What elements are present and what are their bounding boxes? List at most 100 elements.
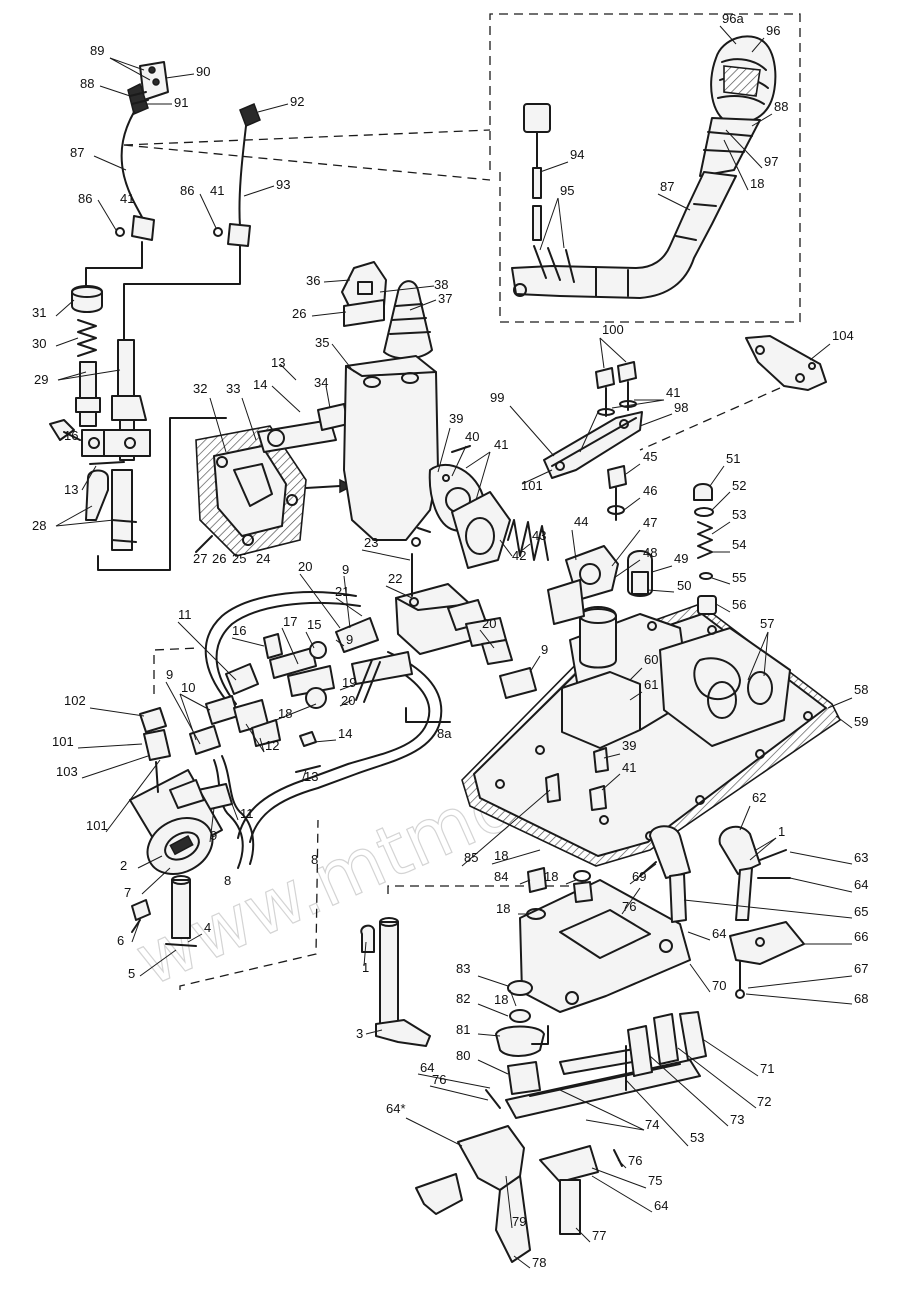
part-number-label: 59 (854, 714, 868, 729)
part-number-label: 11 (240, 806, 254, 821)
part-number-label: 52 (732, 478, 746, 493)
part-number-label: 50 (677, 578, 691, 593)
part-number-label: 19 (342, 675, 356, 690)
part-number-label: 31 (32, 305, 46, 320)
part-number-label: 67 (854, 961, 868, 976)
part-number-label: 102 (64, 693, 86, 708)
part-number-label: 9 (166, 667, 173, 682)
part-number-label: 18 (494, 848, 508, 863)
part-number-label: 86 (180, 183, 194, 198)
part-number-label: 65 (854, 904, 868, 919)
part-number-label: 76 (622, 899, 636, 914)
left-shaft-assembly (49, 285, 227, 571)
part-number-label: 53 (690, 1130, 704, 1145)
part-number-label: 9 (541, 642, 548, 657)
part-number-label: 18 (278, 706, 292, 721)
part-number-label: 37 (438, 291, 452, 306)
part-number-label: 93 (276, 177, 290, 192)
part-number-label: 58 (854, 682, 868, 697)
part-number-label: 18 (750, 176, 764, 191)
part-number-label: 87 (70, 145, 84, 160)
part-number-label: 92 (290, 94, 304, 109)
part-number-label: 49 (674, 551, 688, 566)
part-number-label: 70 (712, 978, 726, 993)
part-number-label: 101 (52, 734, 74, 749)
part-number-label: 80 (456, 1048, 470, 1063)
part-number-label: 64 (854, 877, 868, 892)
part-number-label: 48 (643, 545, 657, 560)
hydraulic-lines (189, 591, 537, 869)
part-number-label: 29 (34, 372, 48, 387)
part-number-label: 87 (660, 179, 674, 194)
part-number-label: 27 (193, 551, 207, 566)
part-number-label: 83 (456, 961, 470, 976)
part-number-label: 5 (128, 966, 135, 981)
control-housing (341, 261, 549, 569)
part-number-label: 20 (298, 559, 312, 574)
part-number-label: 85 (464, 850, 478, 865)
part-number-label: 84 (494, 869, 508, 884)
part-number-label: 8а (437, 726, 452, 741)
part-number-label: 33 (226, 381, 240, 396)
gear-lever-assembly (511, 35, 777, 299)
part-number-label: 32 (193, 381, 207, 396)
part-number-label: 38 (434, 277, 448, 292)
part-number-label: 1 (362, 960, 369, 975)
part-number-label: 74 (645, 1117, 659, 1132)
part-number-label: 53 (732, 507, 746, 522)
part-number-label: 61 (644, 677, 658, 692)
part-number-label: 73 (730, 1112, 744, 1127)
cover-fasteners (547, 465, 717, 625)
part-number-label: 57 (760, 616, 774, 631)
part-number-label: 82 (456, 991, 470, 1006)
left-switch-cables (85, 61, 261, 341)
part-number-label: 104 (832, 328, 854, 343)
part-number-label: 30 (32, 336, 46, 351)
part-number-label: 94 (570, 147, 584, 162)
part-number-label: 11 (178, 607, 192, 622)
inset-box (123, 13, 801, 323)
part-number-label: 101 (86, 818, 108, 833)
part-number-label: 41 (622, 760, 636, 775)
part-number-label: 98 (674, 400, 688, 415)
part-number-label: 41 (120, 191, 134, 206)
part-number-label: 64 (712, 926, 726, 941)
part-number-label: 97 (764, 154, 778, 169)
part-number-label: 99 (490, 390, 504, 405)
part-number-label: 1 (778, 824, 785, 839)
callout-numbers: 11234567888а9999910111112131313141415161… (32, 11, 868, 1270)
part-number-label: 68 (854, 991, 868, 1006)
part-number-label: 62 (752, 790, 766, 805)
part-number-label: 28 (32, 518, 46, 533)
part-number-label: 16 (64, 428, 78, 443)
part-number-label: 4 (204, 920, 211, 935)
part-number-label: 78 (532, 1255, 546, 1270)
part-number-label: 21 (335, 584, 349, 599)
part-number-label: 18 (544, 869, 558, 884)
part-number-label: 35 (315, 335, 329, 350)
part-number-label: 9 (346, 632, 353, 647)
part-number-label: 13 (64, 482, 78, 497)
part-number-label: 76 (628, 1153, 642, 1168)
part-number-label: 8 (311, 852, 318, 867)
brake-cylinder (129, 647, 223, 875)
part-number-label: 7 (124, 885, 131, 900)
gearbox-cover (461, 603, 842, 867)
part-number-label: 20 (482, 616, 496, 631)
part-number-label: 18 (496, 901, 510, 916)
part-number-label: 55 (732, 570, 746, 585)
part-number-label: 9 (210, 828, 217, 843)
part-number-label: 69 (632, 869, 646, 884)
part-number-label: 12 (265, 738, 279, 753)
upper-bracket (543, 335, 827, 479)
part-number-label: 46 (643, 483, 657, 498)
part-number-label: 18 (494, 992, 508, 1007)
shift-mechanism (415, 825, 805, 1263)
part-number-label: 60 (644, 652, 658, 667)
part-number-label: 8 (224, 873, 231, 888)
part-number-label: 26 (212, 551, 226, 566)
part-number-label: 15 (307, 617, 321, 632)
part-number-label: 86 (78, 191, 92, 206)
part-number-label: 100 (602, 322, 624, 337)
part-number-label: 2 (120, 858, 127, 873)
